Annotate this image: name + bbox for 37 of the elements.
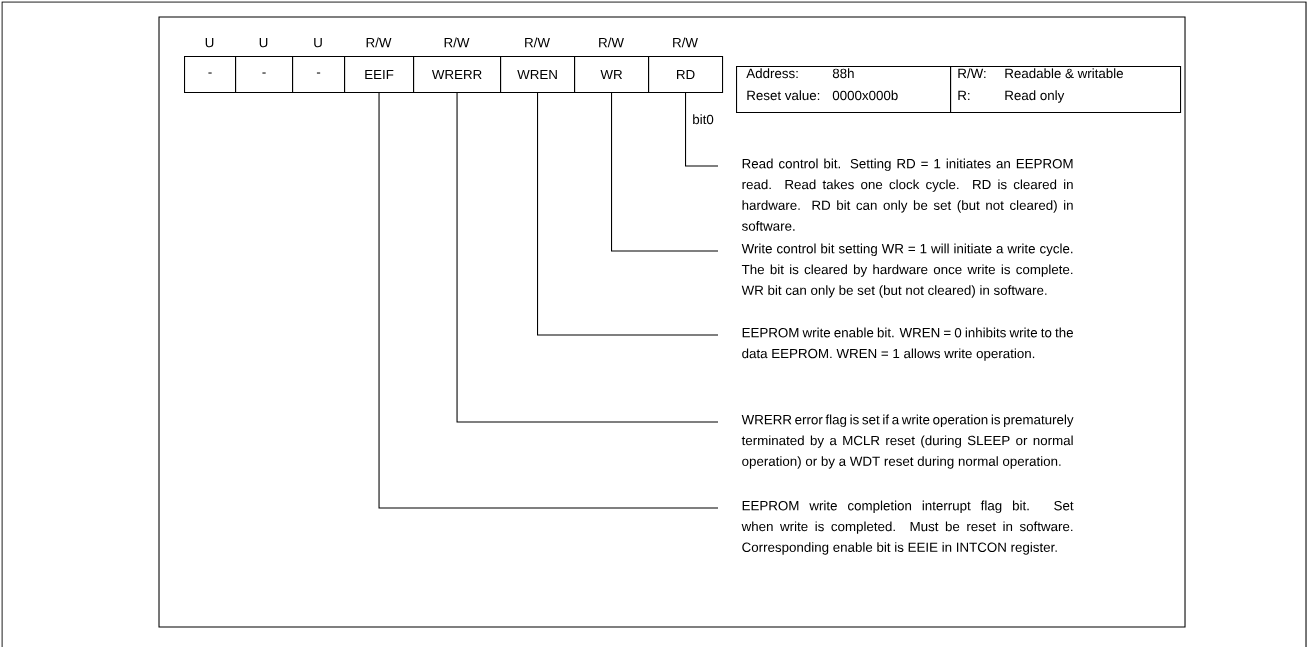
- register-cell: -: [184, 56, 237, 94]
- register-cell: WRERR: [413, 56, 502, 94]
- access-label: R/W: [366, 37, 392, 48]
- register-cell: -: [235, 56, 294, 94]
- info-text: R/W:: [958, 68, 986, 79]
- access-label: U: [259, 38, 268, 48]
- register-cell: RD: [648, 56, 724, 94]
- access-label: R/W: [525, 37, 550, 48]
- leader-line: [685, 92, 719, 167]
- access-label: R/W: [673, 37, 698, 48]
- access-label: R/W: [599, 37, 624, 48]
- register-cell: -: [292, 56, 346, 94]
- info-text: Read only: [1005, 90, 1065, 103]
- info-text: Reset value:: [747, 90, 820, 101]
- info-text: Address:: [746, 68, 798, 79]
- access-label: R/W: [444, 37, 470, 48]
- description-text: Read control bit. Setting RD = 1 initiates an EEPROM read. Read takes one clock cycle. RD is cleared in hardware. RD bit can only be set (but not cleared) in software.: [742, 158, 1073, 231]
- leader-line: [378, 92, 719, 509]
- description-text: EEPROM write completion interrupt flag bit. Set when write is completed. Must be reset in software. Corresponding enable bit is EEIE in INTCON register.: [741, 500, 1074, 555]
- leader-line: [611, 92, 719, 252]
- description-text: Write control bit setting WR = 1 will initiate a write cycle. The bit is cleared by hardware once write is complete. WR bit can only be set (but not cleared) in software.: [741, 243, 1073, 298]
- register-cell: WR: [574, 56, 650, 94]
- register-cell: EEIF: [344, 56, 415, 94]
- access-label: U: [314, 38, 322, 48]
- leader-line: [537, 92, 719, 336]
- description-text: EEPROM write enable bit. WREN = 0 inhibits write to the data EEPROM. WREN = 1 allows write operation.: [742, 327, 1073, 361]
- info-text: 88h: [832, 68, 854, 79]
- info-text: 0000x000b: [832, 90, 898, 101]
- info-text: R:: [958, 90, 970, 100]
- info-box: [736, 66, 952, 114]
- leader-line: [456, 92, 719, 423]
- info-box: [950, 66, 1182, 114]
- description-text: WRERR error flag is set if a write operation is prematurely terminated by a MCLR reset (during SLEEP or normal operation) or by a WDT reset during normal operation.: [741, 414, 1074, 469]
- register-cell: WREN: [500, 56, 576, 94]
- access-label: U: [205, 38, 214, 48]
- info-text: Readable & writable: [1005, 68, 1123, 79]
- bit-label: bit0: [693, 114, 714, 125]
